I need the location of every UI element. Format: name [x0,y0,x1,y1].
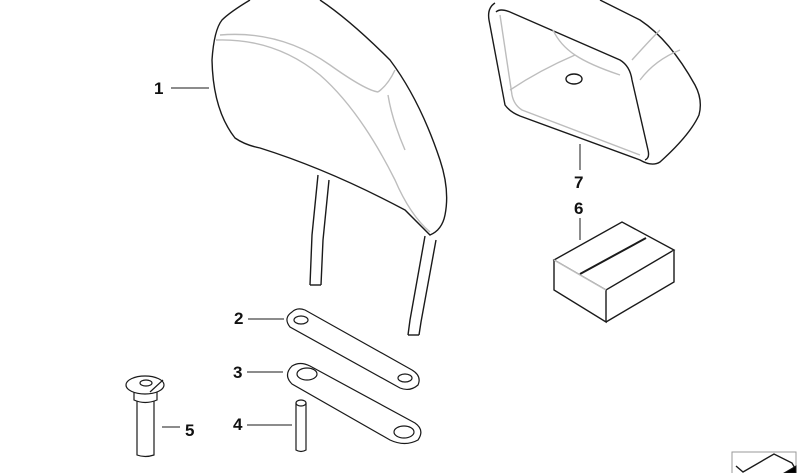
part-label-6: 6 [574,199,584,218]
part-label-5: 5 [185,421,195,440]
part-label-4: 4 [233,415,243,434]
pin-part-4[interactable] [295,399,307,453]
view-orientation-icon [731,451,797,473]
headrest-cover-part-7[interactable] [487,0,702,165]
part-label-2: 2 [234,309,244,328]
part-label-7: 7 [574,173,584,192]
guide-plate-part-2[interactable] [286,308,420,391]
guide-sleeve-part-5[interactable] [125,375,165,458]
leader-lines [162,87,581,428]
part-label-3: 3 [233,363,243,382]
guide-plate-part-3[interactable] [286,362,422,445]
headrest-part-1[interactable] [211,0,448,336]
part-label-1: 1 [154,79,164,98]
box-part-6[interactable] [552,221,676,324]
